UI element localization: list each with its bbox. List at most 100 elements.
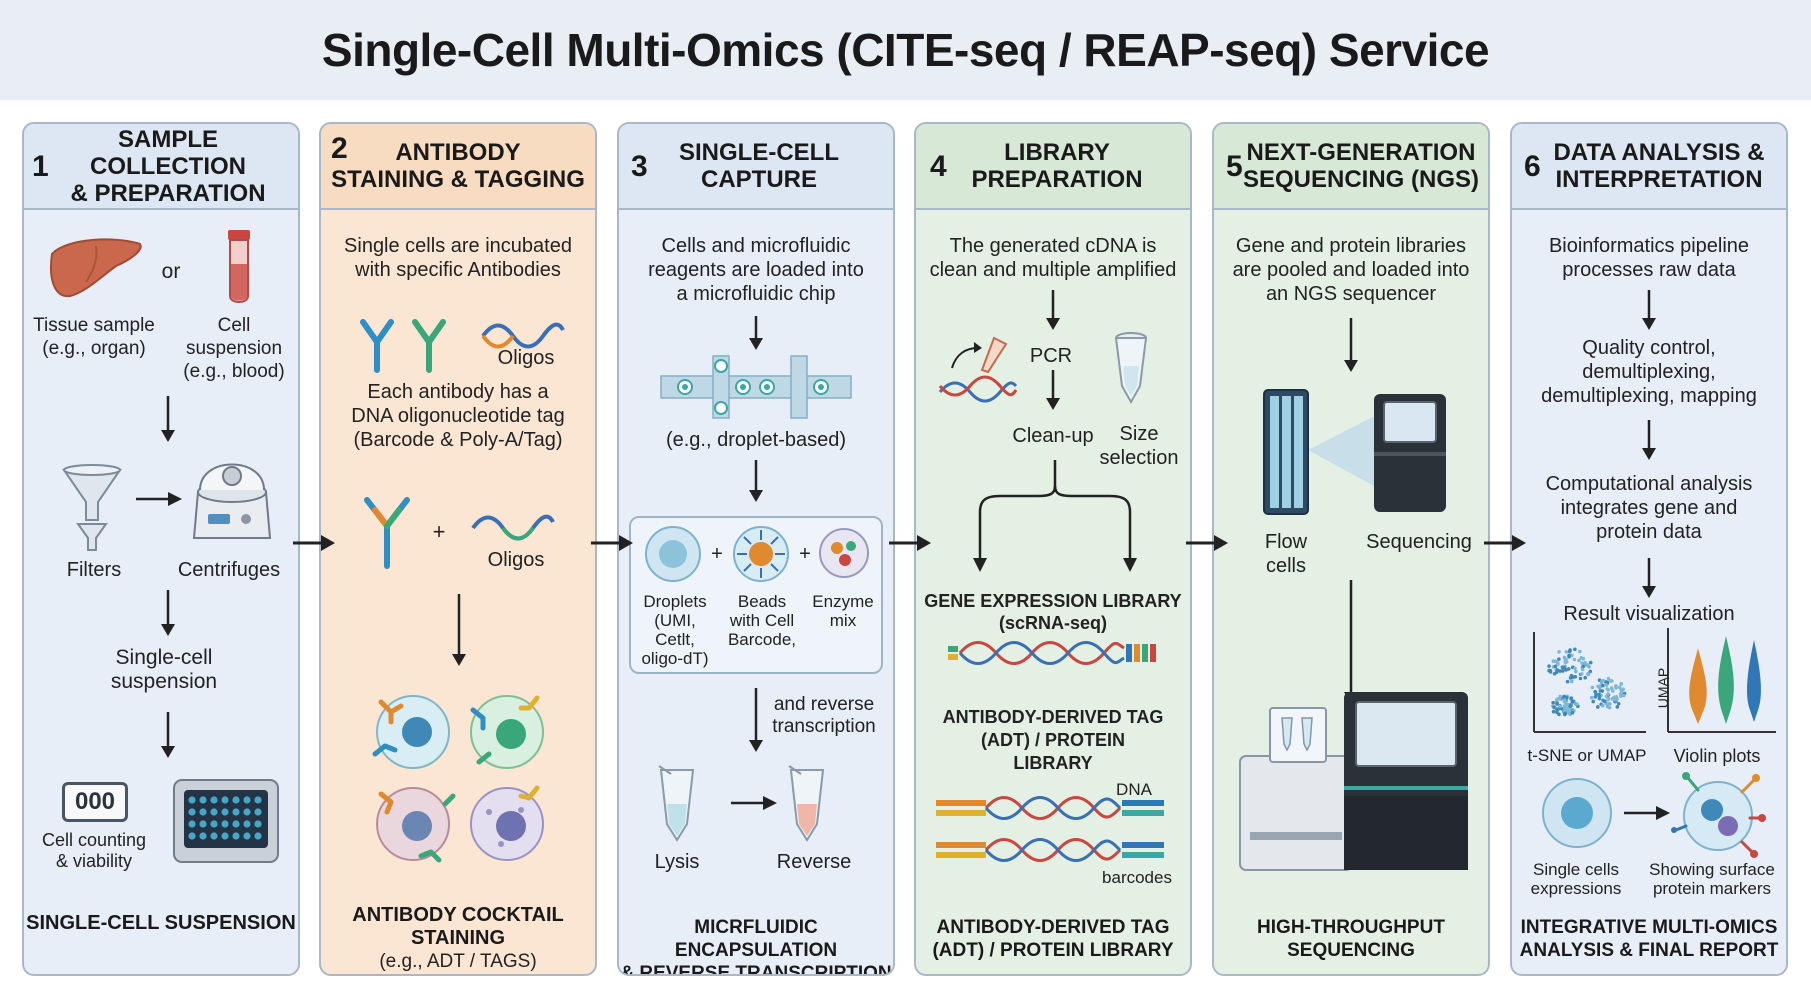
- droplets-label: Droplets (UMI, Cetlt, oligo-dT): [641, 592, 709, 668]
- panel-title: Antibody Staining & Tagging: [331, 139, 585, 193]
- size-selection-label: Size selection: [1099, 423, 1179, 469]
- panel-title: Library Preparation: [971, 139, 1143, 193]
- or-label: or: [161, 260, 181, 283]
- chip-type-label: (e.g., droplet-based): [665, 429, 847, 451]
- panel-title: Sample Collection & Preparation: [70, 125, 266, 207]
- arrow-down-icon: [161, 712, 175, 758]
- step-number: 3: [631, 150, 648, 183]
- arrow-right-icon: [731, 796, 777, 810]
- flow-arrow-2-3: [591, 535, 633, 551]
- cleanup-label: Clean-up: [1012, 425, 1094, 447]
- page-title: Single-Cell Multi-Omics (CITE-seq / REAP…: [321, 24, 1490, 76]
- barcodes-label: barcodes: [1102, 868, 1172, 887]
- oligos-label: Oligos: [487, 549, 545, 571]
- dna-label: DNA: [1116, 780, 1152, 799]
- reverse-tube-icon: [788, 765, 825, 842]
- cell-counting-label: Cell counting & viability: [41, 830, 147, 871]
- step-number: 1: [32, 150, 49, 183]
- panel-header: 1 Sample Collection & Preparation: [24, 124, 298, 210]
- intro-text: Cells and microfluidic reagents are load…: [648, 235, 864, 305]
- step-number: 6: [1524, 150, 1541, 183]
- beads-label: Beads with Cell Barcode,: [727, 592, 797, 649]
- enzyme-label: Enzyme mix: [812, 592, 874, 630]
- violin-plot-icon: [1667, 628, 1776, 733]
- dna-library-icon: [948, 641, 1156, 665]
- cell-counter-icon: [173, 779, 279, 863]
- panel-header: 6 Data Analysis & Interpretation: [1512, 124, 1786, 210]
- panel-title: Next-Generation Sequencing (NGS): [1242, 139, 1479, 193]
- arrow-down-icon: [749, 316, 763, 350]
- gene-expression-library-label: GENE EXPRESSION LIBRARY (scRNA-seq): [924, 591, 1182, 633]
- droplet-icon: [645, 526, 701, 582]
- panel-footer: ANTIBODY-DERIVED TAG (ADT) / PROTEIN LIB…: [932, 917, 1174, 961]
- size-selection-tube-icon: [1114, 332, 1148, 405]
- plus-sign: +: [711, 543, 723, 565]
- result-visualization-label: Result visualization: [1563, 603, 1735, 625]
- sequencing-label: Sequencing: [1366, 531, 1472, 553]
- arrow-down-icon: [452, 594, 466, 666]
- adt-strand-icon: [936, 796, 1164, 820]
- step-number: 5: [1226, 150, 1243, 183]
- panel-antibody-staining: 2 Antibody Staining & Tagging Single cel…: [319, 122, 597, 976]
- ngs-sequencer-icon: [1239, 692, 1468, 871]
- arrow-right-icon: [136, 492, 182, 506]
- tsne-label: t-SNE or UMAP: [1527, 746, 1647, 765]
- blood-tube-icon: [228, 230, 250, 303]
- stained-cells-icon: [372, 695, 544, 863]
- arrow-down-icon: [1046, 370, 1060, 410]
- panel-header: 2 Antibody Staining & Tagging: [321, 124, 595, 210]
- title-bar: Single-Cell Multi-Omics (CITE-seq / REAP…: [0, 0, 1811, 100]
- flow-arrow-1-2: [293, 535, 335, 551]
- intro-text: Bioinformatics pipeline processes raw da…: [1548, 235, 1750, 281]
- tissue-label: Tissue sample (e.g., organ): [33, 315, 155, 359]
- pcr-icon: [938, 336, 1018, 403]
- arrow-down-icon: [1344, 580, 1358, 704]
- arrow-down-icon: [161, 590, 175, 636]
- adt-strand-icon: [936, 838, 1164, 862]
- single-cells-label: Single cells expressions: [1530, 860, 1622, 898]
- oligo-icon: [471, 514, 555, 541]
- bead-icon: [733, 526, 789, 582]
- centrifuge-icon: [192, 463, 272, 539]
- microfluidic-chip-icon: [660, 355, 852, 419]
- panel-single-cell-capture: 3 Single-Cell Capture Cells and microflu…: [617, 122, 895, 976]
- arrow-down-icon: [1642, 558, 1656, 598]
- flow-cells-label: Flow cells: [1264, 531, 1308, 577]
- violin-label: Violin plots: [1673, 746, 1761, 766]
- counter-value: 000: [74, 788, 116, 815]
- arrow-down-icon: [749, 460, 763, 502]
- qc-label: Quality control, demultiplexing, demulti…: [1541, 337, 1757, 407]
- panel-header: 4 Library Preparation: [916, 124, 1190, 210]
- intro-text: Single cells are incubated with specific…: [344, 235, 572, 281]
- arrow-down-icon: [749, 688, 763, 752]
- arrow-down-icon: [1642, 420, 1656, 460]
- flow-arrow-4-5: [1186, 535, 1228, 551]
- liver-icon: [50, 238, 142, 298]
- panel-header: 3 Single-Cell Capture: [619, 124, 893, 210]
- panel-footer: SINGLE-CELL SUSPENSION: [26, 912, 296, 934]
- lysis-tube-icon: [658, 765, 695, 842]
- flow-cell-icon: [1263, 389, 1446, 515]
- intro-text: Gene and protein libraries are pooled an…: [1232, 235, 1470, 305]
- arrow-down-icon: [1344, 318, 1358, 372]
- oligo-icon: [481, 322, 565, 349]
- adt-library-label: ANTIBODY-DERIVED TAG (ADT) / PROTEIN LIB…: [942, 707, 1164, 773]
- arrow-right-icon: [1624, 806, 1670, 820]
- arrow-down-icon: [1046, 290, 1060, 330]
- tagged-antibody-icon: [364, 497, 410, 569]
- pcr-label: PCR: [1029, 345, 1073, 367]
- plus-sign: +: [799, 543, 811, 565]
- enzyme-mix-icon: [819, 528, 869, 578]
- surface-markers-label: Showing surface protein markers: [1649, 860, 1775, 898]
- umap-axis-label: UMAP: [1655, 667, 1671, 709]
- arrow-down-icon: [1642, 290, 1656, 330]
- cell-suspension-label: Cell suspension (e.g., blood): [183, 315, 285, 382]
- reverse-label: Reverse: [776, 851, 852, 873]
- panel-footer-sub: (e.g., ADT / TAGS): [379, 951, 537, 972]
- filters-label: Filters: [66, 559, 122, 581]
- panel-footer: MICRFLUIDIC ENCAPSULATION & REVERSE TRAN…: [620, 917, 892, 976]
- panel-title: Single-Cell Capture: [679, 139, 839, 193]
- panel-header: 5 Next-Generation Sequencing (NGS): [1214, 124, 1488, 210]
- plus-sign: +: [432, 519, 446, 544]
- step-number: 2: [331, 132, 348, 165]
